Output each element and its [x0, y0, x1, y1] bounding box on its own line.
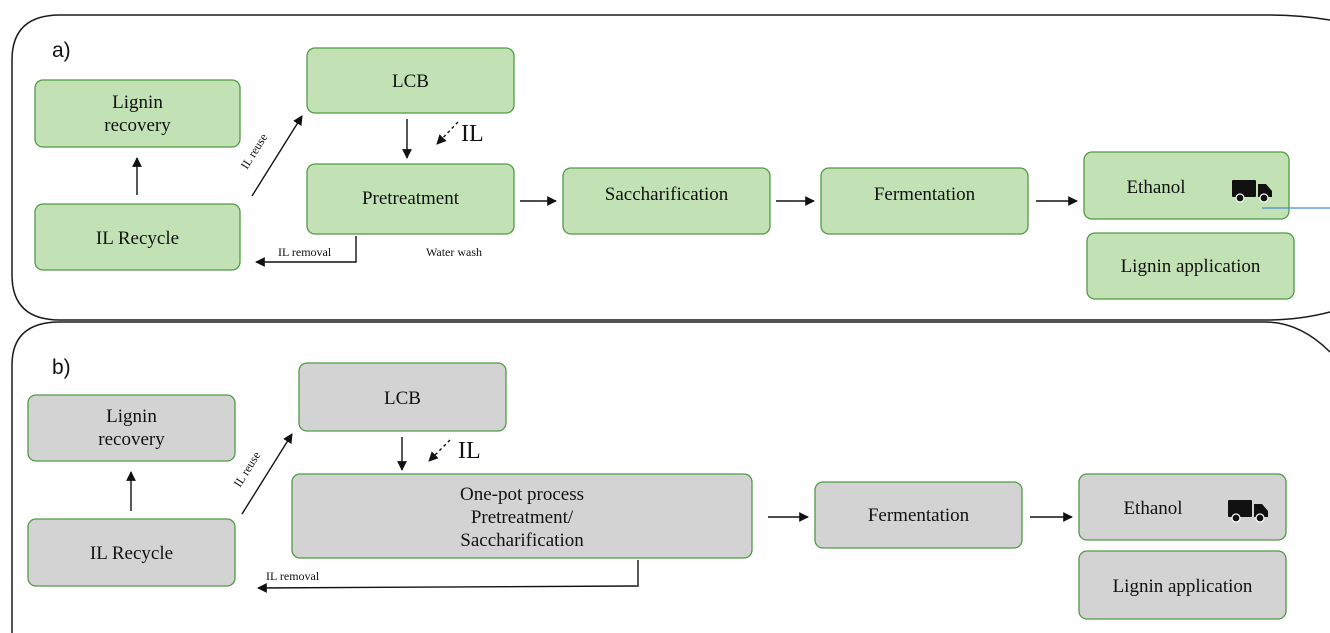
panel-b-fermentation-box — [814, 481, 1023, 549]
panel-a-pretreatment-label: Pretreatment — [362, 188, 460, 209]
panel-a-lignin-recovery-line2: recovery — [104, 115, 171, 136]
panel-a-water-wash-label: Water wash — [426, 245, 482, 259]
panel-a-saccharification-label: Saccharification — [605, 184, 729, 205]
panel-a-saccharification-box — [562, 167, 771, 235]
panel-a-lcb-label: LCB — [392, 71, 429, 92]
panel-a-lignin-recovery-box — [34, 79, 241, 148]
panel-b-ethanol-label: Ethanol — [1123, 498, 1182, 519]
panel-a-arrow-il-removal — [255, 236, 357, 267]
panel-a-arrow-il-input — [436, 121, 459, 145]
panel-a-lcb-box — [306, 47, 515, 114]
panel-b-lignin-application-label: Lignin application — [1113, 576, 1253, 597]
panel-a-pretreatment-box — [306, 163, 515, 235]
panel-b-arrow-il-input — [428, 439, 451, 462]
panel-b-one-pot-line2: Pretreatment/ — [471, 507, 574, 528]
panel-b-one-pot-line3: Saccharification — [460, 530, 584, 551]
panel-b-arrow-il-reuse — [241, 433, 293, 515]
panel-b-lcb-label: LCB — [384, 388, 421, 409]
panel-a-arrow-il-reuse — [251, 115, 303, 197]
panel-b-lignin-application-box — [1078, 550, 1287, 620]
panel-b-arrow-il-removal — [257, 560, 639, 593]
panel-a-il-removal-label: IL removal — [278, 245, 332, 259]
panel-a-il-recycle-box — [34, 203, 241, 271]
panel-a-fermentation-label: Fermentation — [874, 184, 976, 205]
panel-b-one-pot-box — [291, 473, 753, 559]
panel-b-il-reuse-label: IL reuse — [231, 449, 264, 490]
panel-a-il-recycle-label: IL Recycle — [96, 228, 179, 249]
panel-b-label: b) — [52, 356, 71, 379]
panel-b-ethanol-box — [1078, 473, 1287, 541]
panel-b-il-input-label: IL — [458, 438, 481, 464]
panel-a-frame — [11, 14, 1330, 321]
panel-a-label: a) — [52, 39, 71, 62]
panel-a-lignin-application-label: Lignin application — [1121, 256, 1261, 277]
panel-b-il-recycle-box — [27, 518, 236, 587]
panel-a-lignin-application-box — [1086, 232, 1295, 300]
panel-b-one-pot-line1: One-pot process — [460, 484, 584, 505]
panel-a-fermentation-box — [820, 167, 1029, 235]
panel-a-lignin-recovery-line1: Lignin — [112, 92, 163, 113]
panel-b-lignin-recovery-line2: recovery — [98, 429, 165, 450]
panel-a-ethanol-box — [1083, 151, 1290, 220]
panel-a-il-input-label: IL — [461, 121, 484, 147]
panel-b-il-removal-label: IL removal — [266, 569, 320, 583]
panel-b-il-recycle-label: IL Recycle — [90, 543, 173, 564]
panel-b-lcb-box — [298, 362, 507, 432]
panel-b-frame — [11, 321, 1330, 633]
truck-icon — [1228, 500, 1268, 523]
panel-a-il-reuse-label: IL reuse — [238, 131, 271, 172]
truck-icon — [1232, 180, 1272, 203]
panel-b-fermentation-label: Fermentation — [868, 505, 970, 526]
panel-b-lignin-recovery-box — [27, 394, 236, 462]
panel-a-ethanol-label: Ethanol — [1126, 177, 1185, 198]
panel-b-lignin-recovery-line1: Lignin — [106, 406, 157, 427]
